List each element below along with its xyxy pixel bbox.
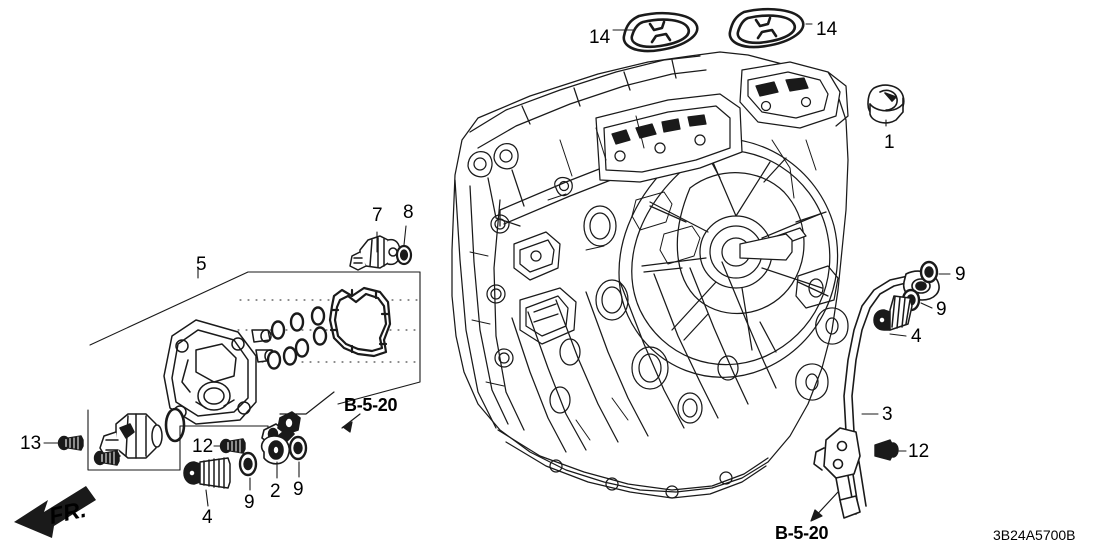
part-pipe-bolt-12 (874, 439, 899, 461)
torque-converter-housing (618, 137, 839, 378)
callout-14-left: 14 (589, 27, 611, 48)
sensor-o-ring (164, 407, 186, 443)
leader-lines-gasket (612, 23, 813, 31)
callout-4-left: 4 (202, 507, 213, 528)
part-gasket-right (728, 7, 805, 49)
fr-arrow-icon (14, 486, 96, 538)
callout-8: 8 (403, 202, 414, 223)
leader-line-9-lower (920, 302, 933, 309)
transmission-case (451, 51, 849, 499)
part-cover-bolt-12 (219, 438, 246, 454)
case-bottom-flange (497, 429, 769, 499)
pointer-b520-right (810, 491, 839, 522)
callout-3: 3 (882, 404, 893, 425)
diagram-code: 3B24A5700B (993, 527, 1076, 543)
callout-9-right: 9 (293, 479, 304, 500)
case-detail-lines (469, 115, 817, 441)
callout-4-right: 4 (911, 326, 922, 347)
leader-lines-sensor (376, 225, 407, 253)
part-banjo-bolt-4-right (873, 295, 913, 331)
case-left-face (454, 179, 577, 431)
valve-body-cover (595, 93, 743, 183)
part-plug-cap (867, 84, 905, 124)
cover-gasket (328, 286, 392, 358)
part-washer-9-right (288, 435, 308, 461)
part-washer-9-mid (238, 451, 258, 477)
part-linkage-bolt-4 (183, 457, 231, 489)
callout-7: 7 (372, 205, 383, 226)
part-oil-pipe (813, 270, 940, 519)
leader-line-4-left (205, 489, 209, 507)
leader-line-4-right (889, 333, 907, 337)
callout-13: 13 (20, 433, 42, 454)
pointer-b520-left (279, 391, 361, 433)
part-sensor-washer (395, 244, 413, 266)
reference-label-left[interactable]: B-5-20 (344, 395, 398, 415)
reference-label-right[interactable]: B-5-20 (775, 523, 829, 543)
pressure-sensor (99, 413, 163, 459)
case-lower-ribs (511, 261, 777, 453)
upper-right-cover (739, 61, 849, 129)
callout-9-upper: 9 (955, 264, 966, 285)
callout-14-right: 14 (816, 19, 838, 40)
callout-12-left: 12 (192, 436, 214, 457)
callout-1: 1 (884, 132, 895, 153)
callout-5: 5 (196, 254, 207, 275)
part-gasket-left (622, 11, 699, 53)
callout-2: 2 (270, 481, 281, 502)
valve-cover-body (163, 319, 276, 425)
part-speed-sensor (349, 235, 401, 271)
part-sensor-bolt-13 (57, 435, 84, 451)
callout-9-lower: 9 (936, 299, 947, 320)
case-mid-bores (549, 205, 739, 424)
part-washer-9-upper (919, 260, 939, 284)
case-right-mounts (795, 265, 849, 401)
callout-12-right: 12 (908, 441, 930, 462)
part-shift-linkage (260, 411, 301, 465)
part-sensor-bolt-inner (93, 450, 120, 466)
callout-9-mid: 9 (244, 492, 255, 513)
case-top-rail (467, 55, 707, 227)
